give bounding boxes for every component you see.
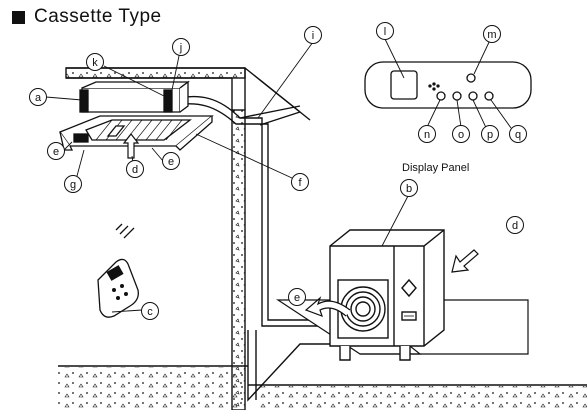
callout-c: c (141, 302, 159, 320)
display-panel (364, 61, 532, 109)
callout-m: m (483, 25, 501, 43)
callout-q: q (509, 125, 527, 143)
callout-g: g (64, 175, 82, 193)
remote-controller (97, 223, 139, 318)
callout-l: l (376, 22, 394, 40)
callout-i: i (304, 26, 322, 44)
callout-f: f (291, 173, 309, 191)
callout-e-outdoor: e (288, 288, 306, 306)
svg-text:o: o (458, 129, 464, 141)
svg-text:d: d (512, 220, 518, 232)
svg-text:e: e (294, 292, 300, 304)
callout-n: n (418, 125, 436, 143)
svg-text:q: q (515, 129, 521, 141)
leader-lines (45, 37, 512, 313)
indoor-airflow-arrow-icon (122, 133, 140, 159)
svg-text:i: i (312, 30, 314, 42)
svg-text:c: c (147, 306, 153, 318)
svg-text:f: f (298, 177, 302, 189)
callout-e-left: e (47, 142, 65, 160)
svg-text:g: g (70, 179, 76, 191)
display-panel-caption: Display Panel (402, 162, 470, 174)
building-wall (65, 67, 311, 410)
callout-p: p (481, 125, 499, 143)
refrigerant-piping (169, 95, 330, 402)
svg-text:m: m (487, 29, 496, 41)
callout-o: o (452, 125, 470, 143)
svg-text:d: d (132, 164, 138, 176)
svg-text:k: k (92, 57, 98, 69)
callout-d-outdoor: d (506, 216, 524, 234)
title-text: Cassette Type (34, 6, 162, 27)
callout-k: k (86, 53, 104, 71)
ground (58, 365, 587, 410)
svg-text:p: p (487, 129, 493, 141)
svg-text:j: j (179, 42, 182, 54)
callout-e-mid: e (162, 152, 180, 170)
indoor-cassette-unit (58, 80, 214, 151)
outdoor-airflow-arrow-icon (304, 249, 479, 318)
svg-text:e: e (168, 156, 174, 168)
svg-text:l: l (384, 26, 386, 38)
svg-text:n: n (424, 129, 430, 141)
svg-text:a: a (35, 92, 42, 104)
svg-text:e: e (53, 146, 59, 158)
title-square-bullet (12, 10, 25, 24)
callout-a: a (29, 88, 47, 106)
outdoor-unit (275, 229, 529, 361)
callout-j: j (172, 38, 190, 56)
callout-d-indoor: d (126, 160, 144, 178)
callout-b: b (400, 179, 418, 197)
svg-text:b: b (406, 183, 412, 195)
diagram-title: Cassette Type (12, 6, 162, 28)
